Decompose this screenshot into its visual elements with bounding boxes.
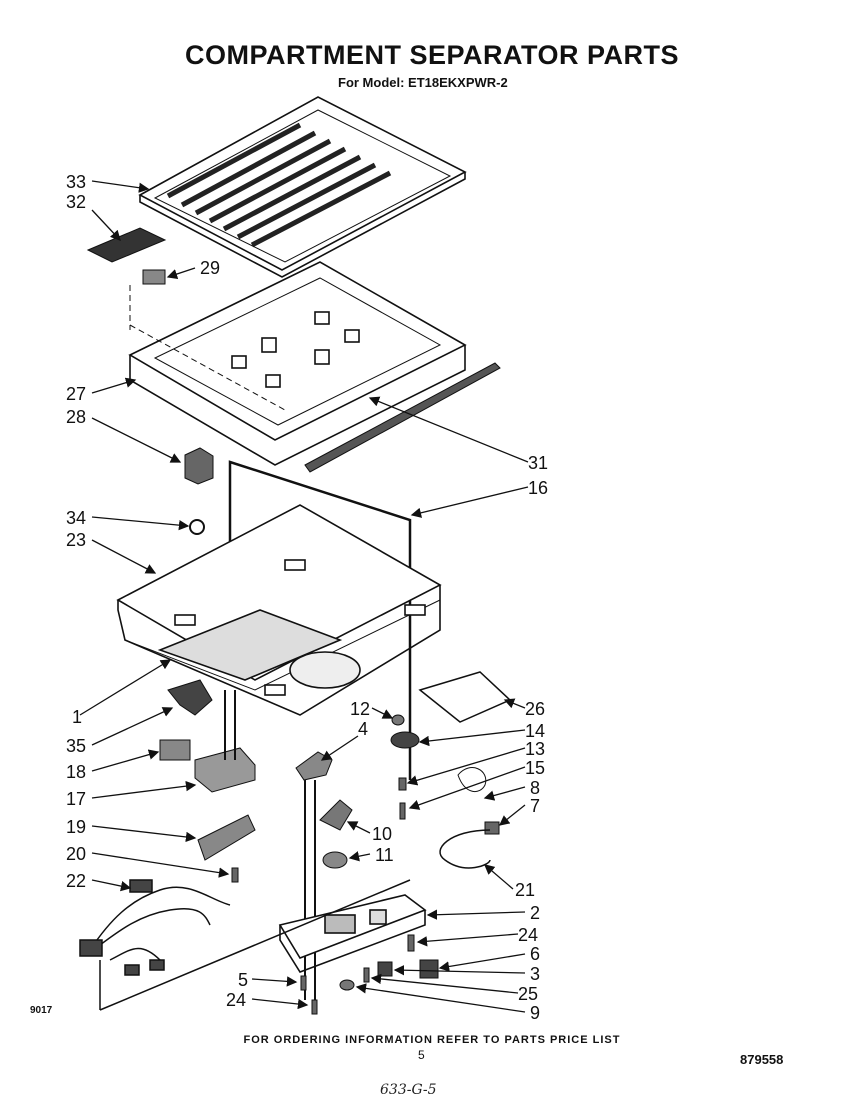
callout-11: 11 [375, 845, 394, 865]
callout-labels: 33 32 29 27 28 31 16 34 23 1 35 18 17 19… [66, 172, 548, 1023]
nut-part [189, 519, 205, 535]
callout-7: 7 [530, 796, 540, 816]
callout-1: 1 [72, 707, 82, 727]
diagram-code: 9017 [30, 1005, 53, 1016]
document-number: 879558 [740, 1052, 784, 1067]
callout-24: 24 [518, 925, 538, 945]
callout-26: 26 [525, 699, 545, 719]
callout-2: 2 [530, 903, 540, 923]
lamp-socket-7-part [484, 821, 500, 835]
callout-31: 31 [528, 453, 548, 473]
callout-29: 29 [200, 258, 220, 278]
callout-6: 6 [530, 944, 540, 964]
callout-3: 3 [530, 964, 540, 984]
callout-27: 27 [66, 384, 86, 404]
bumper-12-part [391, 714, 405, 726]
callout-34: 34 [66, 508, 86, 528]
screw-15-part [399, 802, 406, 820]
bulb-8-part [457, 767, 487, 793]
label-plate-part [86, 227, 167, 263]
callout-10: 10 [372, 824, 392, 844]
callout-24b: 24 [226, 990, 246, 1010]
callout-33: 33 [66, 172, 86, 192]
page-title: COMPARTMENT SEPARATOR PARTS [184, 40, 679, 70]
knob-11-part [322, 851, 348, 869]
model-subtitle: For Model: ET18EKXPWR-2 [338, 75, 508, 90]
spring-13-part [398, 777, 407, 791]
ordering-note: FOR ORDERING INFORMATION REFER TO PARTS … [243, 1034, 621, 1046]
callout-19: 19 [66, 817, 86, 837]
callout-32: 32 [66, 192, 86, 212]
switch-6-part [419, 959, 439, 979]
wire-21-part [439, 829, 491, 869]
callout-25: 25 [518, 984, 538, 1004]
handwritten-note: 633-G-5 [380, 1082, 437, 1098]
separator-base-part [116, 504, 442, 716]
callout-5: 5 [238, 970, 248, 990]
callout-9: 9 [530, 1003, 540, 1023]
connector-3-part [377, 961, 393, 977]
bracket-19-part [197, 814, 256, 861]
tray-part [278, 894, 427, 973]
callout-12: 12 [350, 699, 370, 719]
shelf-grille-part [138, 96, 467, 278]
callout-28: 28 [66, 407, 86, 427]
clip-part [142, 269, 166, 285]
wire-harness-part [79, 879, 231, 976]
housing-17-part [194, 747, 256, 793]
screw-20-part [231, 867, 239, 883]
gasket-strip-part [304, 362, 501, 473]
screw-24b-part [311, 999, 318, 1015]
callout-21: 21 [515, 880, 535, 900]
callout-22: 22 [66, 871, 86, 891]
callout-4: 4 [358, 719, 368, 739]
callout-35: 35 [66, 736, 86, 756]
page-number: 5 [418, 1048, 425, 1062]
grommet-18-part [159, 739, 191, 761]
thermostat-10-part [319, 799, 353, 831]
screw-5-part [300, 975, 307, 991]
cap-9-part [339, 979, 355, 991]
screw-25-part [363, 967, 370, 983]
wire-part [228, 460, 412, 780]
insulation-part [418, 671, 512, 723]
block-part [184, 447, 214, 485]
callout-14: 14 [525, 721, 545, 741]
callout-13: 13 [525, 739, 545, 759]
callout-8: 8 [530, 778, 540, 798]
callout-16: 16 [528, 478, 548, 498]
clip-35-part [167, 679, 213, 716]
screw-24-part [407, 934, 415, 952]
callout-15: 15 [525, 758, 545, 778]
cover-frame-part [128, 261, 467, 466]
callout-23: 23 [66, 530, 86, 550]
socket-14-part [390, 731, 420, 749]
callout-17: 17 [66, 789, 86, 809]
callout-20: 20 [66, 844, 86, 864]
callout-18: 18 [66, 762, 86, 782]
